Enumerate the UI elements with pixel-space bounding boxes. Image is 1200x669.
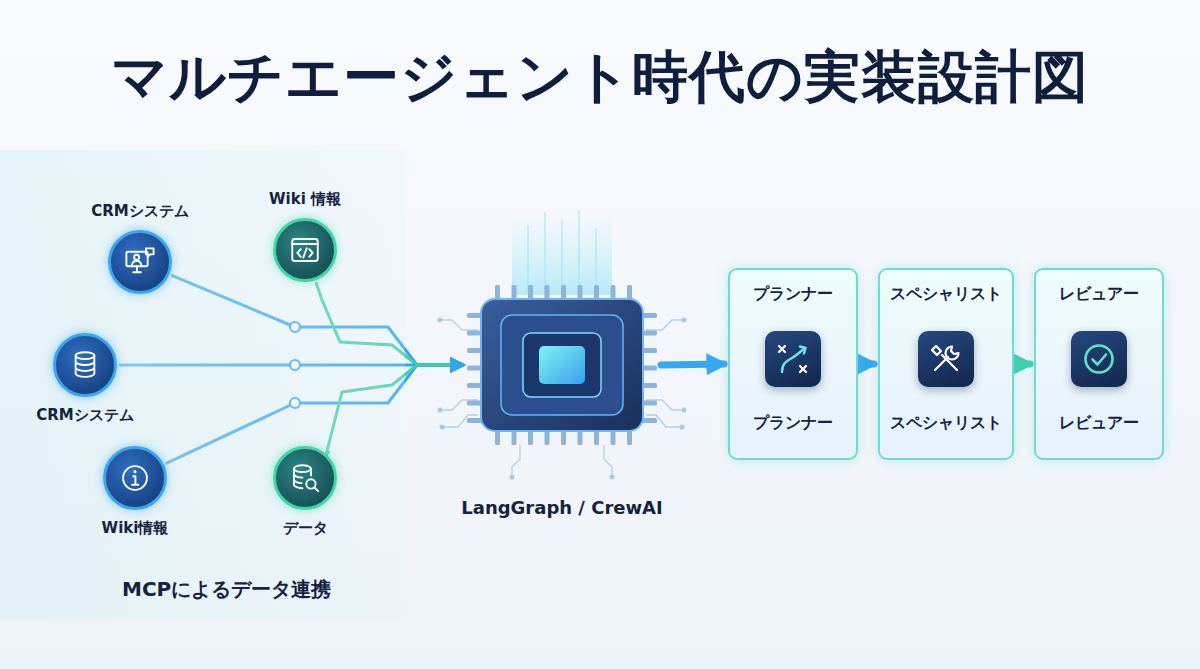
agent-glyph [1079,339,1119,379]
source-icon [288,461,322,495]
chip-layer [523,333,601,397]
agent-label: レビュアー [1059,413,1139,434]
source-label: CRMシステム [36,406,134,425]
agent-icon [1071,331,1127,387]
source-node: データ [273,446,337,547]
source-circle [273,218,337,282]
agent-card: レビュアーレビュアー [1034,268,1164,460]
chip-label: LangGraph / CrewAI [461,497,662,518]
chip-core [539,346,585,384]
agent-label: プランナー [753,284,833,305]
agent-label: スペシャリスト [890,284,1002,305]
chip-pins [467,285,657,445]
connector-arrow [1018,361,1030,368]
data-panel: MCPによるデータ連携 CRMシステム Wiki 情報 CRMシステム Wiki情報 デー… [0,150,405,620]
light-beam [512,215,612,295]
agent-glyph [773,339,813,379]
agent-label: レビュアー [1059,284,1139,305]
agent-glyph [926,339,966,379]
agent-label: スペシャリスト [890,413,1002,434]
source-circle [53,333,117,397]
agent-card: プランナープランナー [728,268,858,460]
agent-label: プランナー [753,413,833,434]
source-label: Wiki 情報 [269,190,341,209]
chip-layer [501,315,623,415]
source-node: Wiki情報 [102,446,169,547]
agent-icon [918,331,974,387]
source-node: CRMシステム [91,193,189,294]
panel-caption: MCPによるデータ連携 [122,576,331,603]
agent-card: スペシャリストスペシャリスト [878,268,1014,460]
source-circle [103,446,167,510]
source-label: データ [283,519,328,538]
connector-arrow [862,361,874,368]
beam-lines [528,210,596,292]
source-circle [273,446,337,510]
source-circle [108,230,172,294]
source-label: Wiki情報 [102,519,169,538]
title: マルチエージェント時代の実装設計図 [0,40,1200,116]
source-icon [123,245,157,279]
source-node: Wiki 情報 [269,181,341,282]
source-icon [288,233,322,267]
source-label: CRMシステム [91,202,189,221]
orchestrator-chip: LangGraph / CrewAI [461,285,662,518]
source-icon [68,348,102,382]
agent-icon [765,331,821,387]
chip-body [481,299,643,431]
chip-icon [467,285,657,445]
source-node: CRMシステム [36,333,134,434]
connector-arrow [661,364,724,365]
source-icon [118,461,152,495]
